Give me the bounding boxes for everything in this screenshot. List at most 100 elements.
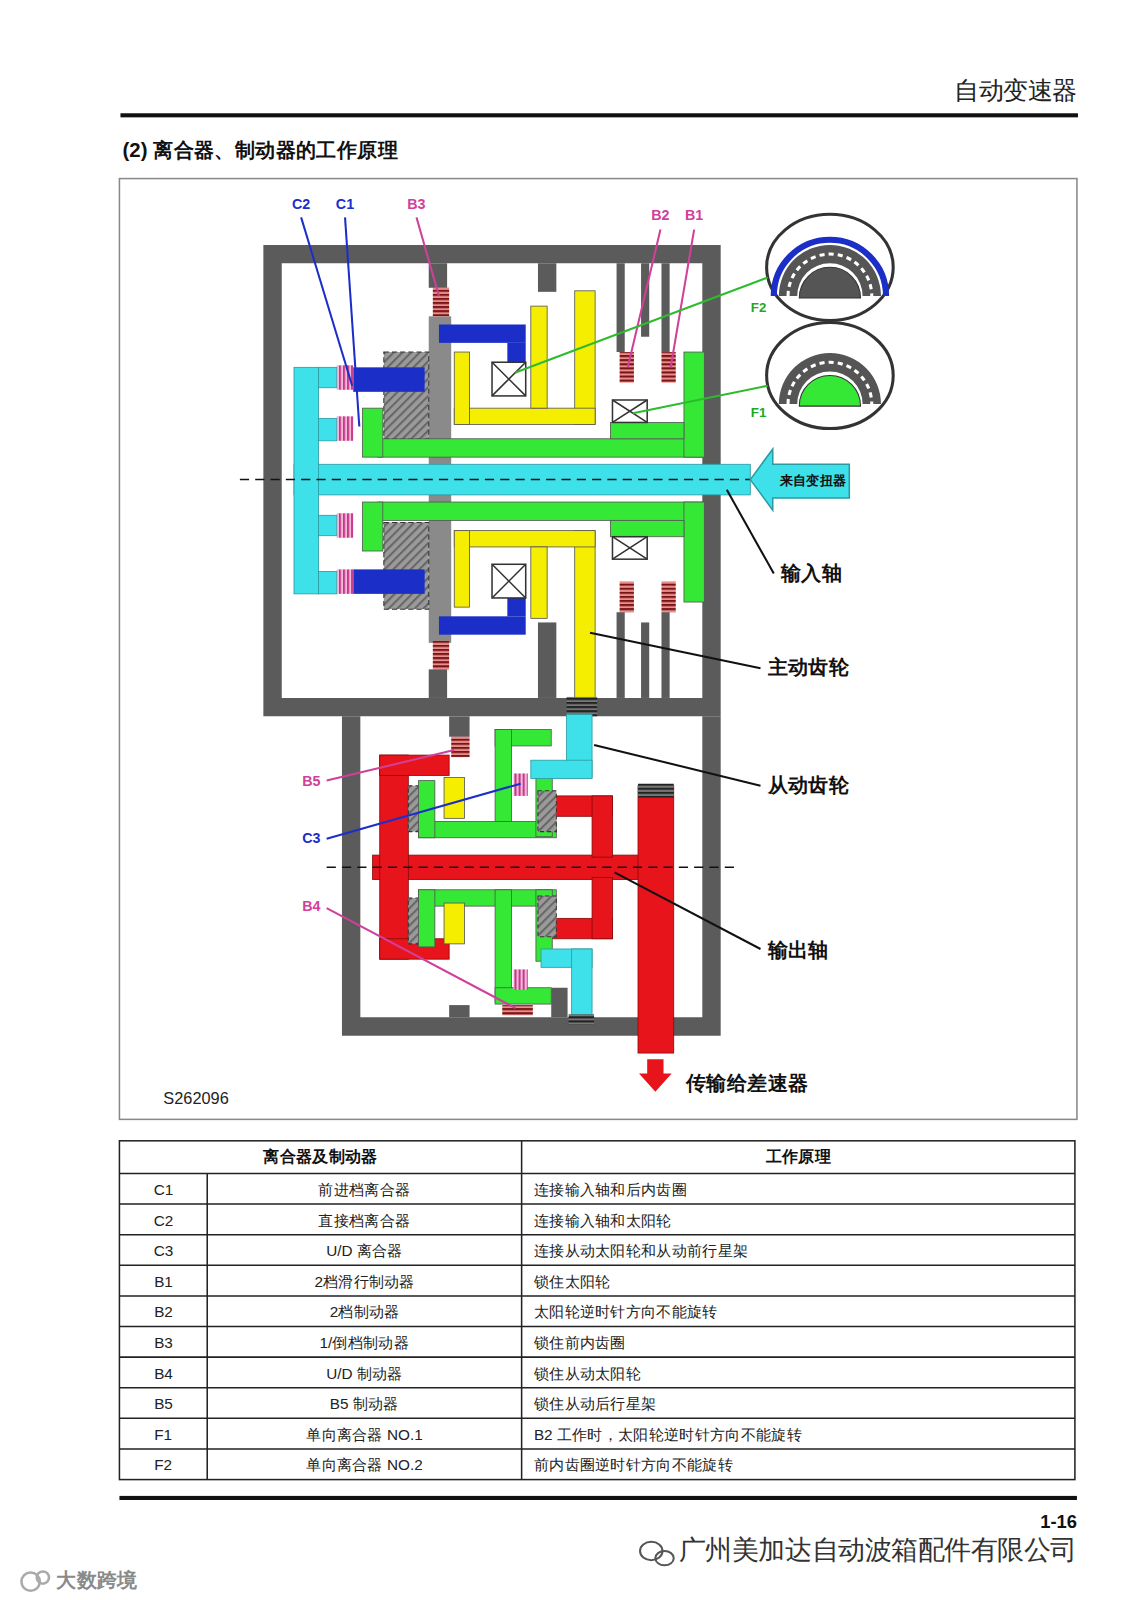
table-cell: 锁住从动后行星架 bbox=[534, 1395, 656, 1413]
detail-circle bbox=[767, 322, 894, 428]
brake-plates bbox=[620, 352, 634, 383]
housing-wall bbox=[538, 622, 556, 698]
part-callout: B4 bbox=[302, 898, 320, 914]
table-cell: 1/倒档制动器 bbox=[320, 1334, 409, 1352]
clutch-plates bbox=[337, 513, 353, 537]
center-line bbox=[327, 867, 735, 869]
leader-line bbox=[594, 745, 760, 786]
sun-gear-hub bbox=[610, 422, 683, 438]
table-cell: C2 bbox=[154, 1211, 174, 1229]
arrow-text: 来自变扭器 bbox=[780, 473, 846, 488]
ring-gear bbox=[454, 531, 469, 608]
gear-teeth bbox=[569, 1014, 595, 1024]
table-cell: 单向离合器 NO.1 bbox=[306, 1425, 423, 1443]
drive-gear bbox=[575, 291, 595, 425]
leader-line bbox=[516, 278, 768, 373]
brake-plates bbox=[502, 1005, 533, 1015]
sun-gear bbox=[444, 903, 464, 944]
table-cell: F1 bbox=[154, 1425, 172, 1443]
table-rows bbox=[119, 1173, 1074, 1449]
leader-line bbox=[615, 872, 761, 949]
sun-gear-hub bbox=[684, 352, 704, 457]
table-cell: B2 bbox=[154, 1303, 173, 1321]
drive-gear bbox=[575, 531, 595, 699]
part-callout: B3 bbox=[407, 196, 425, 212]
table-cell: 前内齿圈逆时针方向不能旋转 bbox=[534, 1456, 733, 1474]
detail-f1 bbox=[767, 322, 894, 428]
clutch-drum bbox=[318, 571, 336, 593]
clutch-plates bbox=[513, 969, 527, 989]
watermark: 广州美加达自动波箱配件有限公司 bbox=[679, 1536, 1077, 1567]
part-callout: F1 bbox=[751, 406, 766, 421]
icon-bubble bbox=[655, 1551, 673, 1565]
table-header: 离合器及制动器 bbox=[263, 1148, 377, 1167]
inner-race bbox=[799, 376, 860, 407]
table-cell: 锁住从动太阳轮 bbox=[534, 1364, 641, 1382]
part-callout: B2 bbox=[651, 207, 669, 223]
gear-teeth bbox=[638, 784, 674, 798]
friction-packs bbox=[337, 288, 676, 670]
brake-plates bbox=[620, 582, 634, 613]
clutch-plates bbox=[337, 416, 353, 440]
leader-line bbox=[345, 217, 359, 426]
icon-bubble bbox=[640, 1542, 662, 1560]
page-number: 1-16 bbox=[1040, 1511, 1077, 1532]
figure-frame bbox=[119, 179, 1077, 1120]
one-way-clutch bbox=[492, 564, 526, 598]
leader-line bbox=[628, 230, 661, 368]
output-gear bbox=[638, 786, 674, 1053]
table-cell: B4 bbox=[154, 1364, 173, 1382]
part-callout: C2 bbox=[292, 196, 310, 212]
detail-f2 bbox=[767, 214, 894, 320]
table-border bbox=[119, 1141, 1074, 1480]
carrier bbox=[495, 730, 511, 837]
table-grid bbox=[119, 1141, 1074, 1480]
leader-line bbox=[671, 230, 694, 368]
housing-wall bbox=[551, 988, 567, 1018]
one-way-clutch bbox=[612, 537, 647, 559]
housing-wall bbox=[429, 669, 447, 698]
leader-line bbox=[327, 784, 521, 839]
planet-gear bbox=[538, 896, 556, 937]
ring-gear bbox=[531, 547, 547, 618]
table-cell: C1 bbox=[154, 1181, 174, 1199]
corner-logo bbox=[21, 1571, 49, 1590]
output-shaft bbox=[592, 878, 612, 939]
brake-hub bbox=[507, 598, 525, 616]
carrier bbox=[419, 890, 435, 947]
clutch-drum bbox=[318, 367, 336, 387]
table-cell: 锁住前内齿圈 bbox=[534, 1334, 626, 1352]
detail-circle bbox=[767, 214, 894, 320]
housing-wall bbox=[617, 263, 625, 352]
sun-gear bbox=[444, 778, 464, 819]
table-cell: B5 制动器 bbox=[330, 1395, 399, 1413]
brake-hub bbox=[439, 324, 526, 342]
sun-gear-hub bbox=[362, 502, 382, 551]
gear-teeth bbox=[567, 697, 598, 716]
table-cell: 连接输入轴和后内齿圈 bbox=[534, 1181, 687, 1199]
ring-gear bbox=[531, 306, 547, 408]
one-way-clutch bbox=[612, 537, 647, 559]
table-cell: F2 bbox=[154, 1456, 172, 1474]
brake-hub bbox=[439, 616, 526, 634]
part-label: 输入轴 bbox=[781, 561, 842, 584]
arrow-shape bbox=[750, 449, 849, 510]
housing-wall bbox=[449, 716, 469, 736]
sun-gear-hub bbox=[684, 502, 704, 602]
watermark: 大数跨境 bbox=[56, 1568, 138, 1591]
table-cell: U/D 制动器 bbox=[326, 1364, 403, 1382]
brake-plates bbox=[661, 352, 675, 383]
table-cell: B2 工作时，太阳轮逆时针方向不能旋转 bbox=[534, 1425, 802, 1443]
table-cell: 连接从动太阳轮和从动前行星架 bbox=[534, 1242, 748, 1260]
driven-gear bbox=[572, 949, 592, 1020]
planet-gear bbox=[384, 522, 429, 609]
leader-line bbox=[301, 217, 352, 385]
table-cell: U/D 离合器 bbox=[326, 1242, 403, 1260]
leader-line bbox=[327, 750, 455, 781]
clutch-hub bbox=[353, 367, 424, 391]
brake-plates bbox=[433, 288, 449, 317]
input-arrow: 来自变扭器 bbox=[748, 447, 851, 512]
sun-gear-hub bbox=[378, 439, 705, 457]
